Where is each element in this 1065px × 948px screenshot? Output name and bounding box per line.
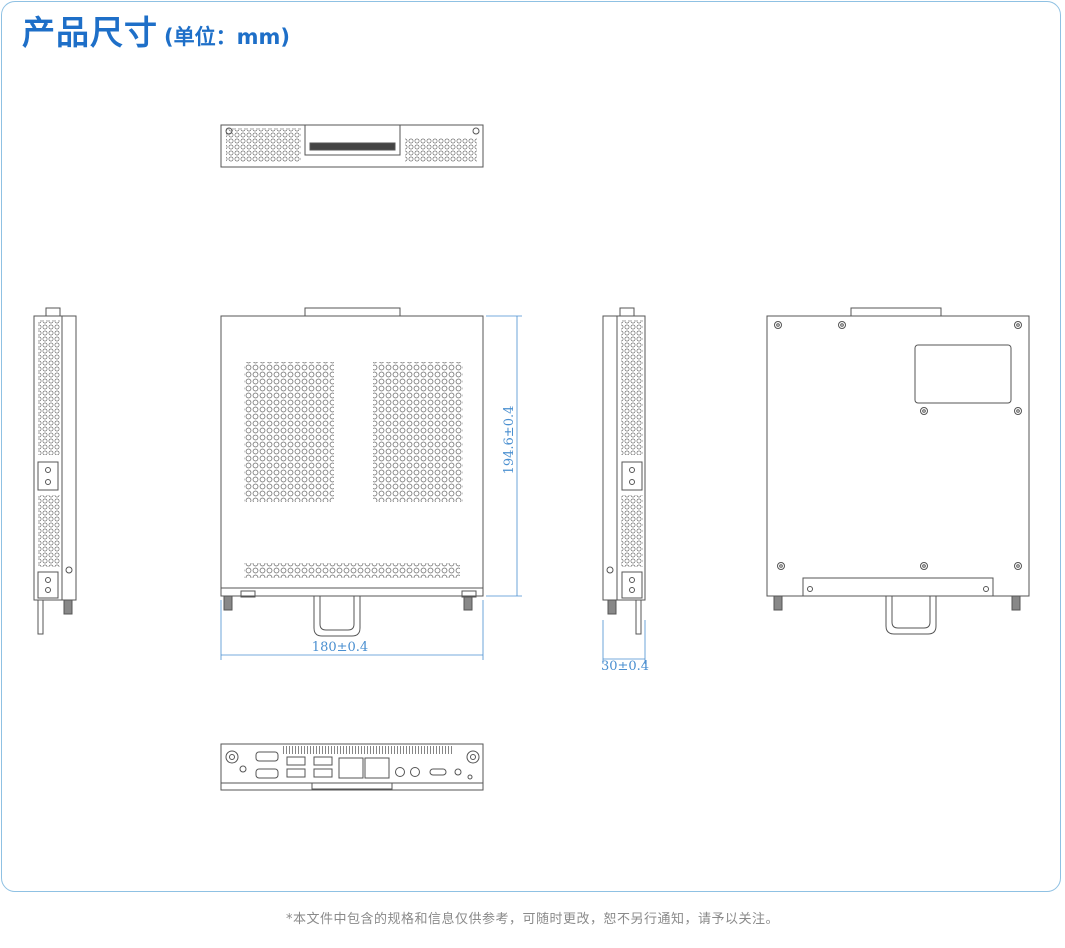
diagram-panel — [1, 1, 1061, 892]
thickness-dimension: 30±0.4 — [601, 659, 649, 674]
right-side-view — [602, 307, 646, 635]
front-view — [220, 307, 484, 637]
page-title: 产品尺寸(单位：mm) — [22, 6, 290, 54]
left-side-view — [33, 307, 77, 635]
dimension-lines — [220, 315, 646, 664]
unit-label: (单位：mm) — [164, 25, 290, 49]
height-dimension: 194.6±0.4 — [502, 406, 517, 475]
back-view — [766, 307, 1030, 635]
io-panel-view — [220, 743, 484, 791]
disclaimer-note: *本文件中包含的规格和信息仅供参考，可随时更改，恕不另行通知，请予以关注。 — [285, 912, 779, 927]
width-dimension: 180±0.4 — [312, 640, 368, 655]
top-view — [220, 124, 484, 168]
title-text: 产品尺寸 — [22, 13, 158, 52]
